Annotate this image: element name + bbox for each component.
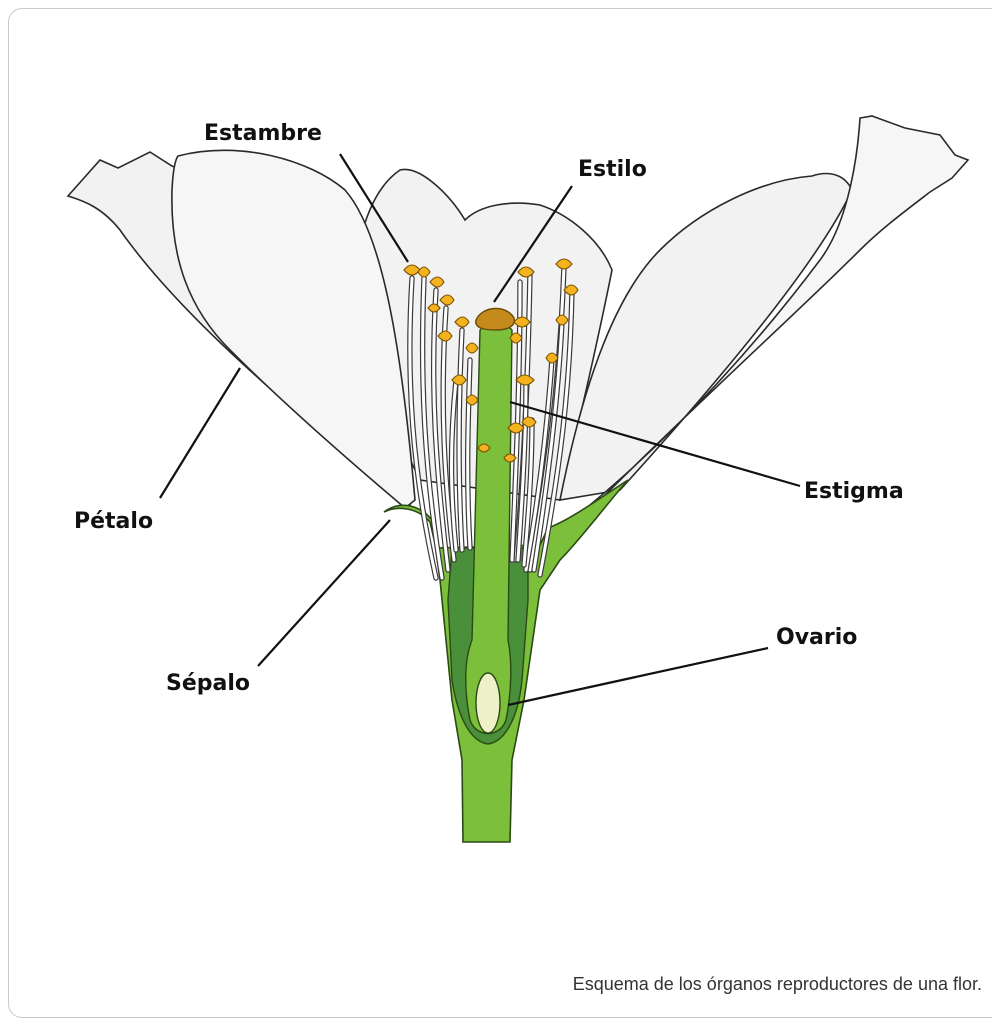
leader-ovario [508, 648, 768, 705]
leader-petalo [160, 368, 240, 498]
figure-caption: Esquema de los órganos reproductores de … [0, 974, 982, 995]
label-ovario: Ovario [776, 625, 857, 650]
label-petalo: Pétalo [74, 509, 153, 534]
label-estilo: Estilo [578, 157, 647, 182]
label-estigma: Estigma [804, 479, 904, 504]
label-sepalo: Sépalo [166, 671, 250, 696]
ovule [476, 673, 500, 733]
leader-sepalo [258, 520, 390, 666]
petal-right-back [560, 174, 852, 500]
label-estambre: Estambre [204, 121, 322, 146]
